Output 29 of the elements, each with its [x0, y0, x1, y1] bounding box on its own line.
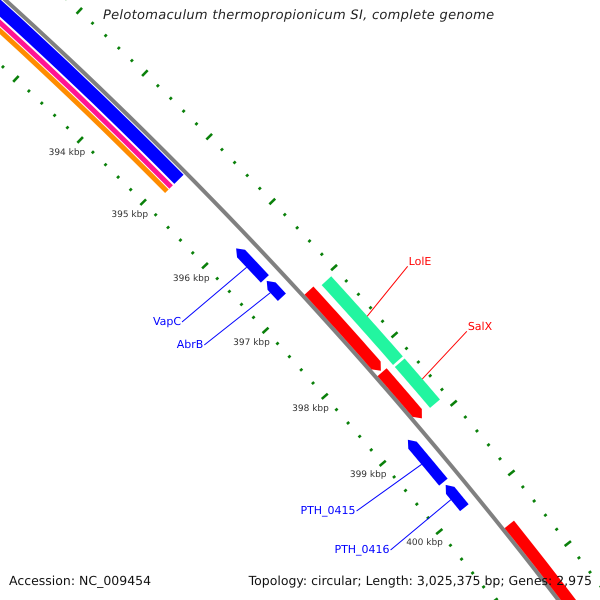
gene-segment: [236, 248, 269, 283]
feature-band: [322, 276, 403, 365]
gene-label: AbrB: [176, 338, 204, 352]
scale-label: 395 kbp: [111, 210, 148, 221]
gene-label: VapC: [152, 316, 182, 328]
leader-line: [366, 266, 408, 317]
leader-line: [182, 266, 248, 322]
scale-label: 399 kbp: [350, 470, 387, 481]
scale-label: 396 kbp: [172, 274, 210, 284]
scale-label: 398 kbp: [292, 404, 329, 414]
gene-segment: [266, 280, 286, 301]
gene-segment: [304, 286, 381, 371]
scale-label: 400 kbp: [406, 538, 443, 549]
gene-label: LolE: [408, 256, 432, 268]
leader-line: [390, 499, 452, 550]
leader-line: [356, 464, 422, 512]
title: Pelotomaculum thermopropionicum SI, complete genome: [103, 9, 494, 24]
gene-label: SalX: [468, 320, 492, 334]
leader-line: [204, 292, 271, 346]
gene-segment: [446, 484, 469, 512]
gene-label: PTH_0416: [334, 544, 390, 556]
leader-line: [422, 330, 468, 380]
gene-label: PTH_0415: [300, 504, 356, 518]
scale-label: 397 kbp: [233, 338, 270, 348]
scale-label: 394 kbp: [48, 148, 86, 159]
gene-segment: [378, 368, 422, 418]
feature-band: [394, 358, 440, 408]
footer-text: Accession: NC_009454: [9, 574, 152, 588]
gene-segment: [408, 440, 448, 486]
